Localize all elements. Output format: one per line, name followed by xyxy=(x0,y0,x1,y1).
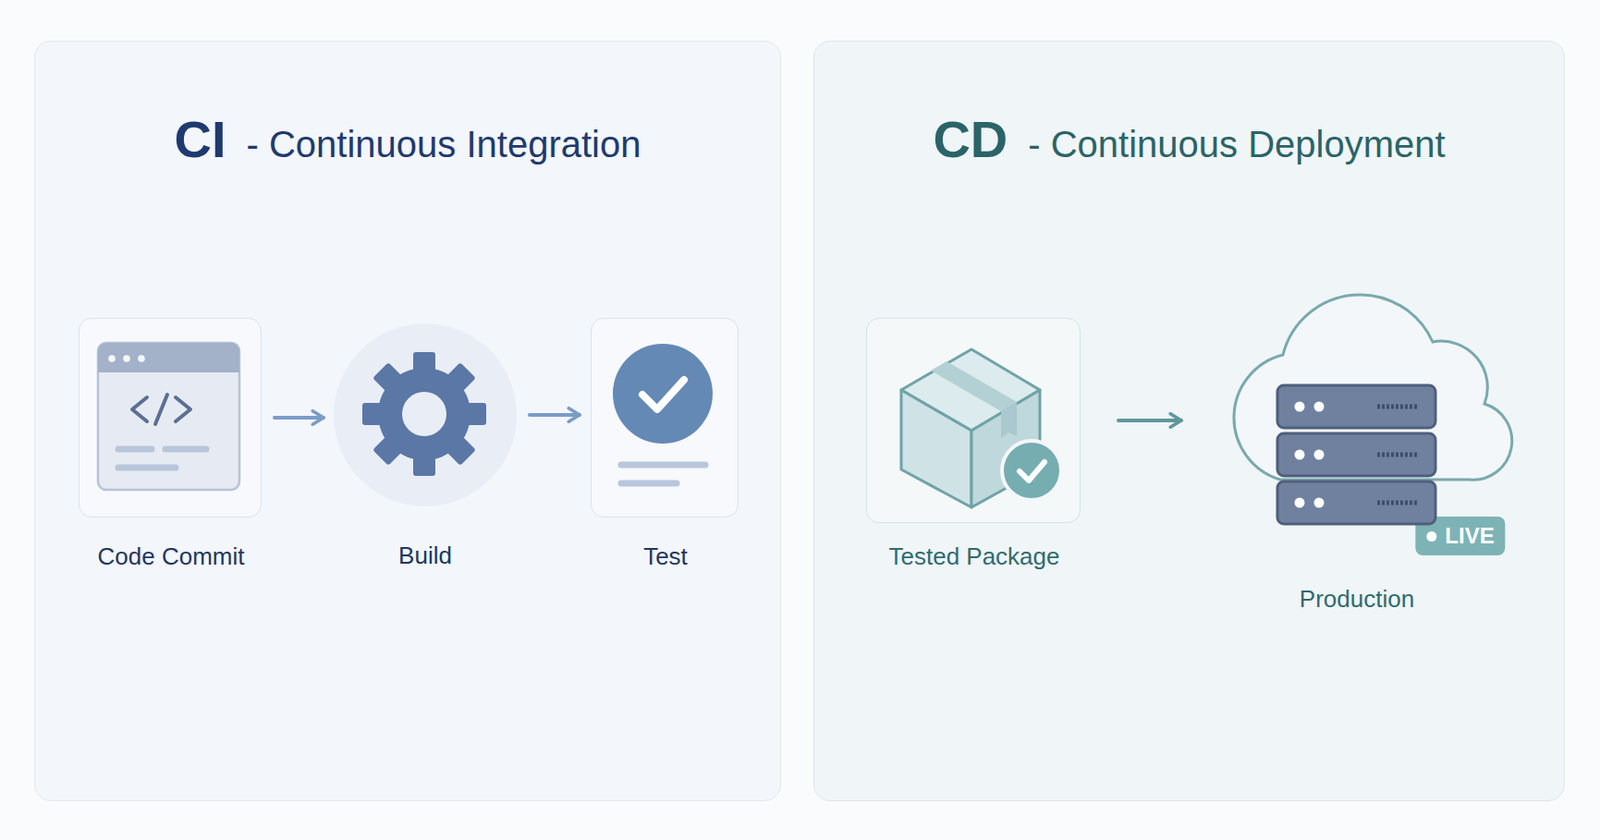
step-label: Build xyxy=(398,541,452,571)
flow-arrow xyxy=(529,413,580,417)
stage-panel: CD- Continuous DeploymentTested PackageL… xyxy=(813,40,1565,802)
step-label: Test xyxy=(643,542,688,572)
label-anchor: Build xyxy=(398,541,452,571)
flow-arrow xyxy=(274,415,324,420)
label-anchor: Tested Package xyxy=(888,542,1060,572)
panel-subheading: - Continuous Deployment xyxy=(1027,123,1445,166)
label-anchor: Production xyxy=(1299,585,1415,614)
process-box: Code Commit xyxy=(78,317,262,518)
panel-subheading: - Continuous Integration xyxy=(246,123,642,166)
test-check-icon xyxy=(612,343,713,484)
package-box: Tested Package xyxy=(866,317,1081,524)
status-badge: LIVE xyxy=(1415,516,1505,556)
step-label: Code Commit xyxy=(97,542,245,572)
process-circle: Build xyxy=(333,323,517,507)
label-anchor: Code Commit xyxy=(97,542,245,572)
title-row: CD - Continuous Deployment xyxy=(814,109,1564,170)
step-label: Tested Package xyxy=(888,542,1060,572)
label-anchor: LIVE xyxy=(1415,516,1505,556)
cloud-node: LIVEProduction xyxy=(1215,290,1522,560)
stage-panel: CI- Continuous IntegrationCode CommitBui… xyxy=(34,40,782,802)
title-row: CI - Continuous Integration xyxy=(35,109,781,170)
label-anchor: Test xyxy=(643,542,688,572)
step-label: Production xyxy=(1299,585,1415,614)
process-box: Test xyxy=(590,317,739,518)
panel-heading: CI xyxy=(174,109,227,170)
panel-heading: CD xyxy=(932,109,1008,170)
flow-arrow xyxy=(1118,418,1182,423)
package-icon xyxy=(901,349,1062,508)
code-window-icon xyxy=(97,342,240,490)
cloud-server-icon xyxy=(1233,294,1513,525)
gear-icon xyxy=(362,352,487,477)
